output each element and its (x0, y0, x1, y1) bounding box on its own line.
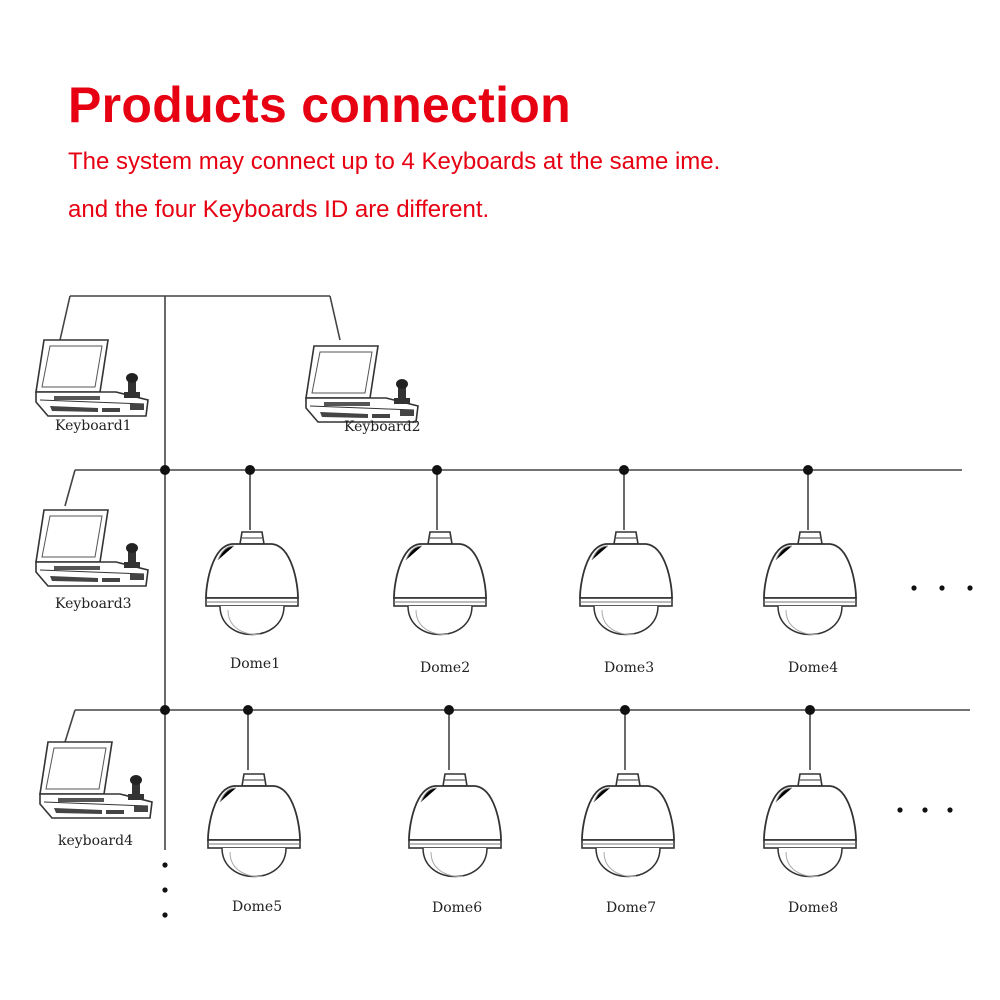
page-title: Products connection (68, 77, 571, 133)
dome-7: Dome7 (581, 705, 675, 916)
dome-8: Dome8 (763, 705, 857, 916)
dome-2: Dome2 (393, 465, 487, 676)
junction-dot (620, 705, 630, 715)
dome-label: Dome8 (788, 900, 838, 916)
keyboard-label: Keyboard2 (344, 419, 421, 435)
ellipsis-trunk (162, 862, 168, 918)
dome-label: Dome5 (232, 899, 282, 915)
dome-4: Dome4 (763, 465, 857, 676)
dome-6: Dome6 (408, 705, 502, 916)
keyboard4-link (64, 709, 76, 743)
ellipsis-row1 (911, 585, 973, 591)
junction-dot (245, 465, 255, 475)
junction-dot (432, 465, 442, 475)
junction-dot (160, 465, 170, 475)
junction-dot (619, 465, 629, 475)
keyboard-4: keyboard4 (39, 741, 153, 849)
dome-5: Dome5 (207, 705, 301, 915)
keyboard-label: Keyboard3 (55, 596, 132, 612)
keyboard-3: Keyboard3 (35, 509, 149, 612)
dome-3: Dome3 (579, 465, 673, 676)
dome-label: Dome2 (420, 660, 470, 676)
dome-label: Dome4 (788, 660, 838, 676)
keyboard1-link (59, 295, 71, 341)
ellipsis-row2 (897, 807, 953, 813)
keyboard-2: Keyboard2 (305, 345, 421, 435)
subtitle-line-2: and the four Keyboards ID are different. (68, 196, 490, 223)
junction-dot (243, 705, 253, 715)
dome-label: Dome3 (604, 660, 654, 676)
dome-label: Dome7 (606, 900, 656, 916)
keyboard2-link (329, 295, 341, 341)
dome-label: Dome1 (230, 656, 280, 672)
junction-dot (803, 465, 813, 475)
dome-label: Dome6 (432, 900, 482, 916)
junction-dot (160, 705, 170, 715)
junction-dot (444, 705, 454, 715)
subtitle-line-1: The system may connect up to 4 Keyboards… (68, 148, 721, 175)
keyboard3-link (64, 469, 76, 507)
keyboard-label: Keyboard1 (55, 418, 132, 434)
keyboard-label: keyboard4 (58, 833, 133, 849)
keyboard-1: Keyboard1 (35, 339, 149, 434)
dome-1: Dome1 (205, 465, 299, 672)
junction-dot (805, 705, 815, 715)
